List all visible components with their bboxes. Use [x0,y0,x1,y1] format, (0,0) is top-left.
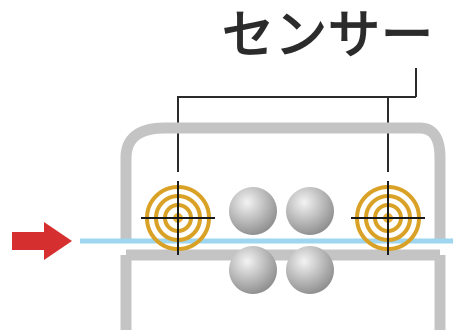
leader-line-left [177,96,416,172]
sensor-left [141,181,215,255]
rollers [229,187,334,294]
roller-bottom-left [229,246,277,294]
housing-lower [120,249,446,330]
feed-arrow-icon [12,222,72,260]
roller-top-left [229,187,277,235]
sensor-right [351,181,425,255]
roller-bottom-right [286,246,334,294]
roller-top-right [286,187,334,235]
sensor-label: センサー [222,6,435,66]
housing-upper [120,122,446,243]
